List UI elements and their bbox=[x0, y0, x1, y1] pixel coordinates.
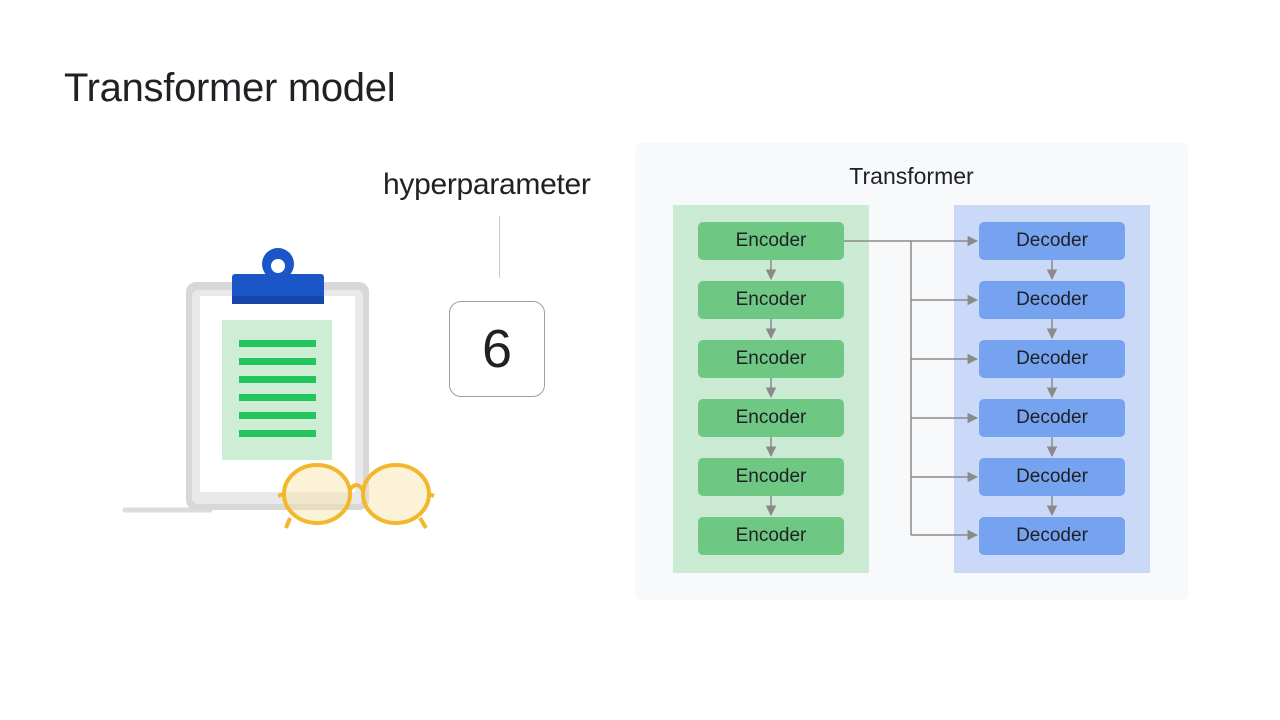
glasses-icon bbox=[277, 463, 435, 530]
decoder-block: Decoder bbox=[979, 340, 1125, 378]
connector-arrows bbox=[765, 235, 1058, 541]
encoder-block: Encoder bbox=[698, 340, 844, 378]
hyperparameter-value: 6 bbox=[449, 301, 545, 397]
clipboard-icon bbox=[186, 248, 369, 510]
clipboard-illustration bbox=[122, 248, 435, 530]
decoder-block: Decoder bbox=[979, 517, 1125, 555]
encoder-block: Encoder bbox=[698, 222, 844, 260]
encoder-block: Encoder bbox=[698, 399, 844, 437]
decoder-block: Decoder bbox=[979, 458, 1125, 496]
encoder-block: Encoder bbox=[698, 458, 844, 496]
hyperparameter-label: hyperparameter bbox=[383, 168, 591, 201]
encoder-block: Encoder bbox=[698, 281, 844, 319]
decoder-block: Decoder bbox=[979, 222, 1125, 260]
transformer-panel: Transformer Encoder Encoder Encoder Enco… bbox=[635, 143, 1188, 600]
hyperparameter-connector bbox=[499, 216, 500, 278]
transformer-title: Transformer bbox=[849, 163, 974, 189]
decoder-block: Decoder bbox=[979, 281, 1125, 319]
encoder-block: Encoder bbox=[698, 517, 844, 555]
decoder-block: Decoder bbox=[979, 399, 1125, 437]
slide-title: Transformer model bbox=[64, 66, 396, 110]
